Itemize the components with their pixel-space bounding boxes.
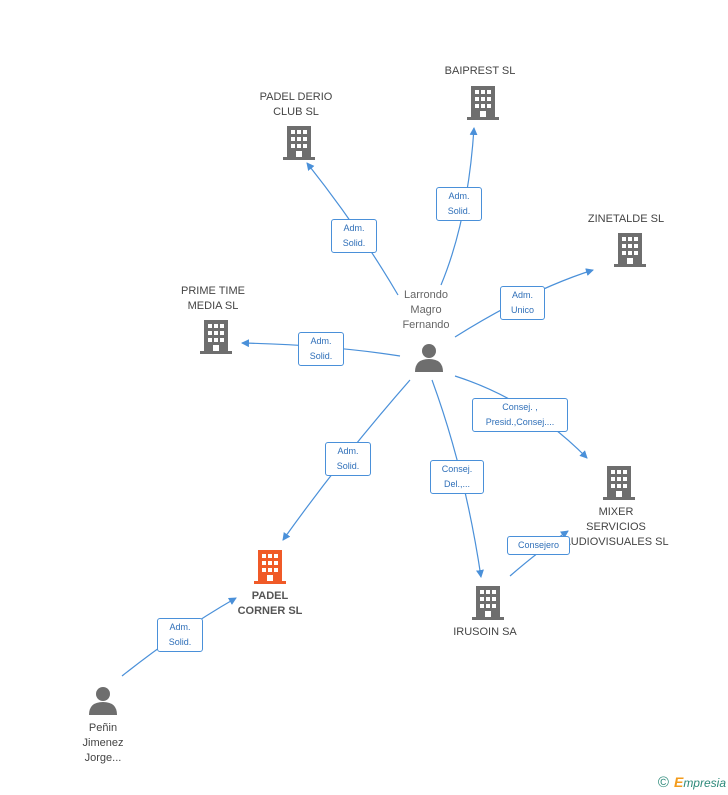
edge-label-penin-corner[interactable]: Adm. Solid. <box>157 618 203 652</box>
edge-label-line: Adm. <box>310 336 332 346</box>
node-label-line: MEDIA SL <box>187 300 239 312</box>
node-label-line: ZINETALDE SL <box>587 213 665 225</box>
edge-label-line: Solid. <box>447 206 471 216</box>
node-label-line: PADEL DERIO <box>259 91 333 103</box>
node-label-line: PRIME TIME <box>181 285 245 297</box>
node-label-line: SERVICIOS <box>586 521 646 533</box>
edge-label-line: Presid.,Consej.... <box>485 417 555 427</box>
edge-label-line: Solid. <box>309 351 333 361</box>
copyright-icon: © <box>657 774 669 791</box>
building-icon-irusoin <box>472 586 504 620</box>
building-icon-zinetalde <box>614 233 646 267</box>
edge-label-line: Unico <box>510 305 534 315</box>
edge-label-line: Adm. <box>343 223 365 233</box>
node-label-line: Fernando <box>402 319 450 331</box>
person-icon-penin <box>89 687 117 715</box>
edge-label-line: Consej. , <box>502 402 538 412</box>
node-label-line: CLUB SL <box>273 106 319 118</box>
node-label-line: Jorge... <box>84 752 122 764</box>
edge-label-line: Consej. <box>441 464 473 474</box>
node-label-line: PADEL <box>251 590 289 602</box>
building-icon-mixer <box>603 466 635 500</box>
edge-label-irusoin-mixer[interactable]: Consejero <box>507 536 570 555</box>
building-icon-prime-time <box>200 320 232 354</box>
node-label-zinetalde[interactable]: ZINETALDE SL <box>566 212 686 227</box>
node-label-line: BAIPREST SL <box>444 65 516 77</box>
node-label-mixer[interactable]: MIXER SERVICIOS AUDIOVISUALES SL <box>556 505 676 550</box>
edge-label-line: Solid. <box>336 461 360 471</box>
building-icon-baiprest <box>467 86 499 120</box>
edge-label-mixer[interactable]: Consej. , Presid.,Consej.... <box>472 398 568 432</box>
edge-label-line: Adm. <box>169 622 191 632</box>
edge-label-irusoin[interactable]: Consej. Del.,... <box>430 460 484 494</box>
node-label-line: CORNER SL <box>237 605 303 617</box>
node-label-padel-derio[interactable]: PADEL DERIO CLUB SL <box>236 90 356 120</box>
node-label-penin[interactable]: Peñin Jimenez Jorge... <box>53 721 153 766</box>
edge-label-line: Solid. <box>342 238 366 248</box>
node-label-larrondo[interactable]: Larrondo Magro Fernando <box>376 288 476 333</box>
node-label-line: Peñin <box>88 722 118 734</box>
node-label-padel-corner[interactable]: PADEL CORNER SL <box>210 589 330 619</box>
node-label-irusoin[interactable]: IRUSOIN SA <box>425 625 545 640</box>
brand-logo[interactable]: ©Empresia <box>658 774 726 791</box>
node-label-line: Larrondo <box>403 289 449 301</box>
edge-label-zinetalde[interactable]: Adm. Unico <box>500 286 545 320</box>
node-label-baiprest[interactable]: BAIPREST SL <box>420 64 540 79</box>
person-icon-larrondo <box>415 344 443 372</box>
node-label-line: MIXER <box>598 506 634 518</box>
edge-label-baiprest[interactable]: Adm. Solid. <box>436 187 482 221</box>
building-icon-padel-corner <box>254 550 286 584</box>
node-label-prime-time[interactable]: PRIME TIME MEDIA SL <box>153 284 273 314</box>
building-icon-padel-derio <box>283 126 315 160</box>
edge-label-padel-corner[interactable]: Adm. Solid. <box>325 442 371 476</box>
edge-label-line: Adm. <box>337 446 359 456</box>
brand-logo-e: E <box>673 774 684 790</box>
node-label-line: Magro <box>410 304 442 316</box>
brand-logo-text: mpresia <box>683 776 726 790</box>
node-label-line: AUDIOVISUALES SL <box>563 536 669 548</box>
edge-label-line: Adm. <box>511 290 533 300</box>
edge-label-line: Adm. <box>448 191 470 201</box>
edge-label-line: Consejero <box>517 540 560 550</box>
edge-label-line: Solid. <box>168 637 192 647</box>
edge-label-prime-time[interactable]: Adm. Solid. <box>298 332 344 366</box>
node-label-line: Jimenez <box>82 737 124 749</box>
node-label-line: IRUSOIN SA <box>453 626 517 638</box>
edge-label-padel-derio[interactable]: Adm. Solid. <box>331 219 377 253</box>
edge-label-line: Del.,... <box>443 479 470 489</box>
